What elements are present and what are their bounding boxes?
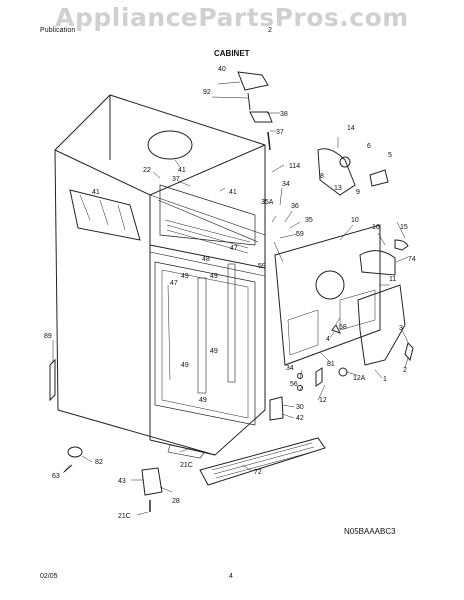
callout-41-left: 41 <box>92 189 100 196</box>
bottom-hinge <box>269 396 284 421</box>
control-bracket <box>317 148 356 196</box>
callout-34-upper: 34 <box>282 181 290 188</box>
callout-114: 114 <box>289 163 300 170</box>
callout-41-top: 41 <box>178 167 186 174</box>
callout-8: 8 <box>320 173 324 180</box>
callout-36: 36 <box>291 203 299 210</box>
watermark: AppliancePartsPros.com <box>55 3 409 32</box>
callout-10: 10 <box>351 217 359 224</box>
callout-11: 11 <box>389 276 396 283</box>
cabinet-shell <box>54 94 266 456</box>
callout-42: 42 <box>296 415 304 422</box>
callout-72: 72 <box>254 469 262 476</box>
roller <box>67 446 83 458</box>
callout-4: 4 <box>326 336 330 343</box>
callout-92: 92 <box>203 89 211 96</box>
lower-hinge <box>141 467 163 496</box>
callout-35a: 35A <box>261 199 274 206</box>
callout-82: 82 <box>95 459 103 466</box>
hinge-cover <box>237 71 269 91</box>
callout-43: 43 <box>118 478 126 485</box>
callout-89: 89 <box>44 333 52 340</box>
callout-74: 74 <box>408 256 416 263</box>
callout-59-left: 59 <box>258 263 266 270</box>
callout-labels: 40 92 38 37 14 22 41 41 41 37 114 34 35A… <box>44 66 416 520</box>
callout-48: 48 <box>202 256 210 263</box>
callout-15: 15 <box>400 224 408 231</box>
light-shield <box>357 284 406 366</box>
callout-30: 30 <box>296 404 304 411</box>
callout-49-e: 49 <box>199 397 207 404</box>
callout-47-right: 47 <box>230 245 238 252</box>
callout-16: 16 <box>372 224 380 231</box>
callout-35: 35 <box>305 217 313 224</box>
callout-59-right: 59 <box>296 231 304 238</box>
callout-28: 28 <box>172 498 180 505</box>
callout-58: 58 <box>339 324 347 331</box>
diagram-code: N05BAAABC3 <box>344 527 396 536</box>
callout-12a: 12A <box>353 375 366 382</box>
callout-13: 13 <box>334 185 342 192</box>
publication-label: Publication <box>40 27 76 34</box>
callout-56: 56 <box>290 381 298 388</box>
callout-1: 1 <box>383 376 387 383</box>
callout-38: 38 <box>280 111 288 118</box>
page-number: 4 <box>229 573 233 580</box>
section-title: CABINET <box>214 49 250 58</box>
evaporator-cover <box>274 224 381 366</box>
callout-12: 12 <box>319 397 327 404</box>
callout-6: 6 <box>367 143 371 150</box>
callout-14: 14 <box>347 125 355 132</box>
footer-date: 02/05 <box>40 573 58 580</box>
callout-49-a: 49 <box>181 273 189 280</box>
callout-37: 37 <box>276 129 284 136</box>
callout-9: 9 <box>356 189 360 196</box>
callout-49-d: 49 <box>210 348 218 355</box>
toe-grille <box>199 437 326 486</box>
callout-49-b: 49 <box>210 273 218 280</box>
top-hinge <box>249 111 273 123</box>
callout-21c-lower: 21C <box>118 513 131 520</box>
fan-shroud <box>359 250 396 276</box>
callout-22: 22 <box>143 167 151 174</box>
callout-40: 40 <box>218 66 226 73</box>
callout-41-right: 41 <box>229 189 237 196</box>
callout-5: 5 <box>388 152 392 159</box>
callout-63: 63 <box>52 473 60 480</box>
insulation-pad <box>69 189 141 241</box>
callout-81: 81 <box>327 361 335 368</box>
model-number-partial: 2 <box>268 27 272 34</box>
callout-21c-upper: 21C <box>180 462 193 469</box>
callout-34-lower: 34 <box>286 365 294 372</box>
callout-37-freezer: 37 <box>172 176 180 183</box>
callout-2: 2 <box>403 367 407 374</box>
callout-3: 3 <box>399 325 403 332</box>
top-vent <box>147 130 193 160</box>
callout-49-c: 49 <box>181 362 189 369</box>
callout-47-left: 47 <box>170 280 178 287</box>
